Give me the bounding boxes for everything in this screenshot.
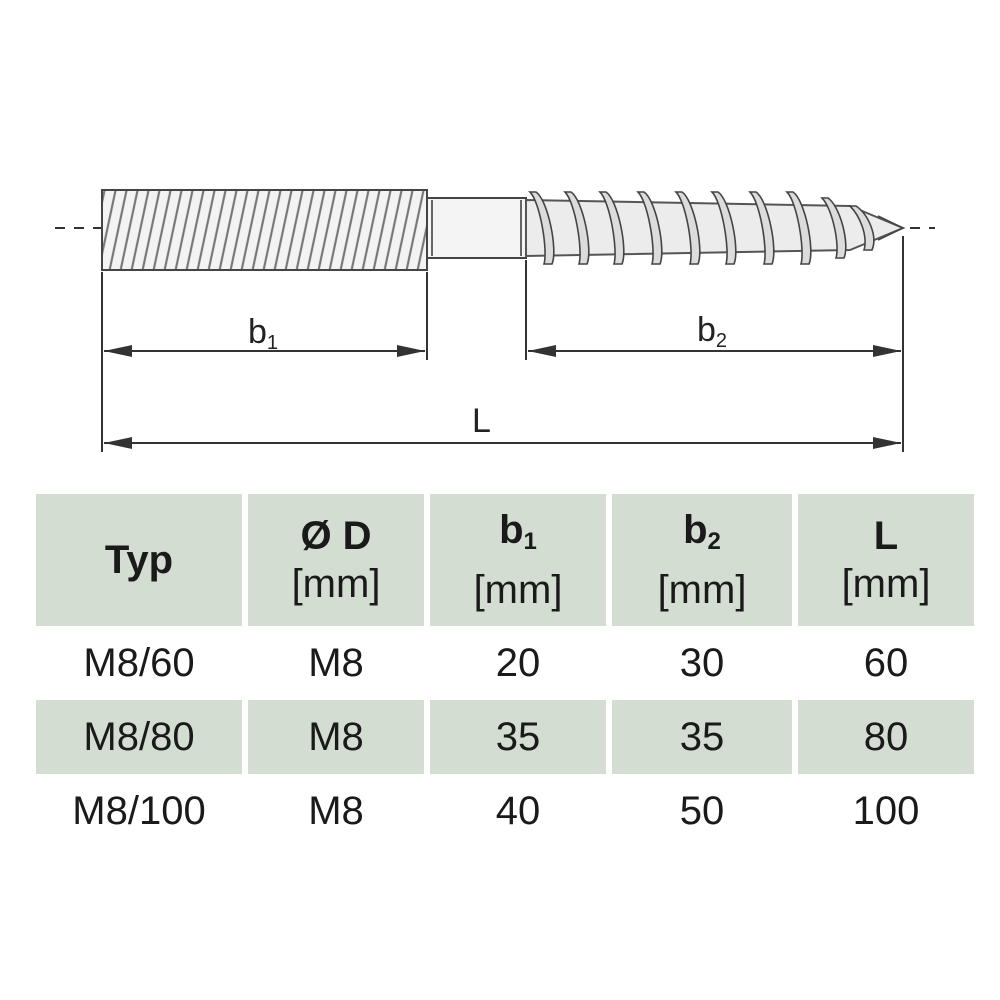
cell-b2: 35 bbox=[612, 700, 792, 774]
screw-flight bbox=[528, 191, 555, 265]
cell-diameter: M8 bbox=[248, 700, 424, 774]
b2-subscript: 2 bbox=[716, 330, 727, 352]
screw-flight bbox=[748, 191, 775, 265]
cell-typ: M8/80 bbox=[36, 700, 242, 774]
shank-section bbox=[426, 197, 527, 259]
L-label: L bbox=[472, 402, 491, 440]
cell-L: 60 bbox=[863, 640, 909, 685]
screw-tip bbox=[877, 215, 905, 241]
header-typ: Typ bbox=[36, 494, 242, 626]
screw-flight bbox=[820, 197, 847, 259]
hanger-bolt-drawing: b1 b2 L bbox=[55, 189, 935, 452]
svg-text:b2: b2 bbox=[697, 311, 727, 352]
extension-lines bbox=[101, 236, 904, 452]
dimension-b1: b1 bbox=[104, 313, 425, 357]
screw-flight bbox=[785, 191, 812, 265]
wood-screw-section bbox=[525, 191, 906, 265]
cell-diameter: M8 bbox=[308, 640, 364, 685]
b1-subscript: 1 bbox=[267, 332, 278, 354]
screw-flight bbox=[636, 191, 663, 265]
dimension-b2: b2 bbox=[528, 311, 901, 357]
screw-flight bbox=[848, 205, 875, 251]
table-row: M8/60 M8 20 30 60 bbox=[36, 626, 974, 700]
cell-b2: 30 bbox=[679, 640, 725, 685]
screw-flight bbox=[598, 191, 625, 265]
cell-typ: M8/60 bbox=[83, 640, 195, 685]
dimension-L: L bbox=[104, 402, 901, 449]
screw-flight bbox=[563, 191, 590, 265]
header-L: L [mm] bbox=[798, 494, 974, 626]
table-row: M8/80 M8 35 35 80 bbox=[36, 700, 974, 774]
table-row: M8/100 M8 40 50 100 bbox=[36, 774, 974, 848]
header-b1: b1 [mm] bbox=[430, 494, 606, 626]
cell-L: 80 bbox=[798, 700, 974, 774]
table-header-row: Typ Ø D [mm] b1 [mm] b2 [mm] L [mm] bbox=[36, 494, 974, 626]
cell-b1: 40 bbox=[495, 788, 541, 833]
cell-b1: 35 bbox=[430, 700, 606, 774]
metric-thread-section bbox=[101, 189, 428, 271]
cell-b2: 50 bbox=[679, 788, 725, 833]
b2-label: b bbox=[697, 311, 716, 349]
header-b2: b2 [mm] bbox=[612, 494, 792, 626]
b1-label: b bbox=[248, 313, 267, 351]
cell-b1: 20 bbox=[495, 640, 541, 685]
cell-typ: M8/100 bbox=[72, 788, 206, 833]
screw-flight bbox=[674, 191, 701, 265]
svg-text:b1: b1 bbox=[248, 313, 278, 354]
screw-flight bbox=[710, 191, 737, 265]
cell-L: 100 bbox=[852, 788, 920, 833]
spec-table: Typ Ø D [mm] b1 [mm] b2 [mm] L [mm] M8/6… bbox=[30, 494, 980, 848]
cell-diameter: M8 bbox=[308, 788, 364, 833]
header-diameter: Ø D [mm] bbox=[248, 494, 424, 626]
